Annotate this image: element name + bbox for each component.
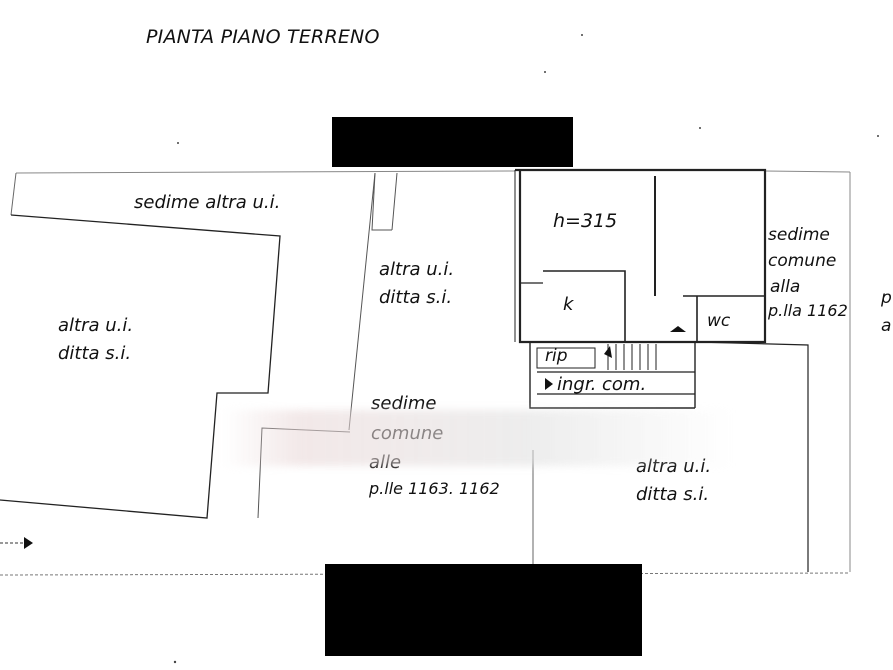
- label-sedime-right-2: comune: [768, 251, 836, 271]
- blurred-watermark: [222, 410, 734, 466]
- label-edge-1: p: [880, 288, 892, 308]
- label-sedime-mid-4: p.lle 1163. 1162: [368, 479, 500, 498]
- label-sedime-mid-1: sedime: [371, 393, 437, 414]
- label-kitchen: k: [563, 294, 575, 315]
- label-left-unit-2: ditta s.i.: [58, 343, 131, 364]
- label-mid-unit-2: ditta s.i.: [379, 287, 452, 308]
- redaction-bottom: [325, 564, 642, 656]
- label-mid-unit-1: altra u.i.: [379, 259, 454, 280]
- left-unit-outline: [0, 214, 281, 519]
- right-unit-outline: [696, 341, 809, 572]
- label-sedime-altra: sedime altra u.i.: [134, 192, 280, 213]
- label-rip: rip: [545, 346, 568, 366]
- label-height: h=315: [553, 210, 617, 232]
- triangle-marker-icon: [670, 326, 686, 332]
- redaction-top: [332, 117, 573, 167]
- left-arrow-icon: [24, 537, 33, 549]
- label-edge-2: a: [881, 316, 891, 336]
- entrance-arrow-icon: [545, 378, 553, 390]
- apartment-walls: [515, 168, 767, 344]
- label-sedime-right-4: p.lla 1162: [767, 301, 848, 320]
- plan-title: PIANTA PIANO TERRENO: [146, 26, 380, 48]
- label-sedime-right-1: sedime: [768, 225, 830, 245]
- label-left-unit-1: altra u.i.: [58, 315, 133, 336]
- label-wc: wc: [707, 311, 731, 331]
- label-ingr-com: ingr. com.: [557, 374, 646, 395]
- label-br-unit-2: ditta s.i.: [636, 484, 709, 505]
- label-sedime-right-3: alla: [770, 277, 800, 297]
